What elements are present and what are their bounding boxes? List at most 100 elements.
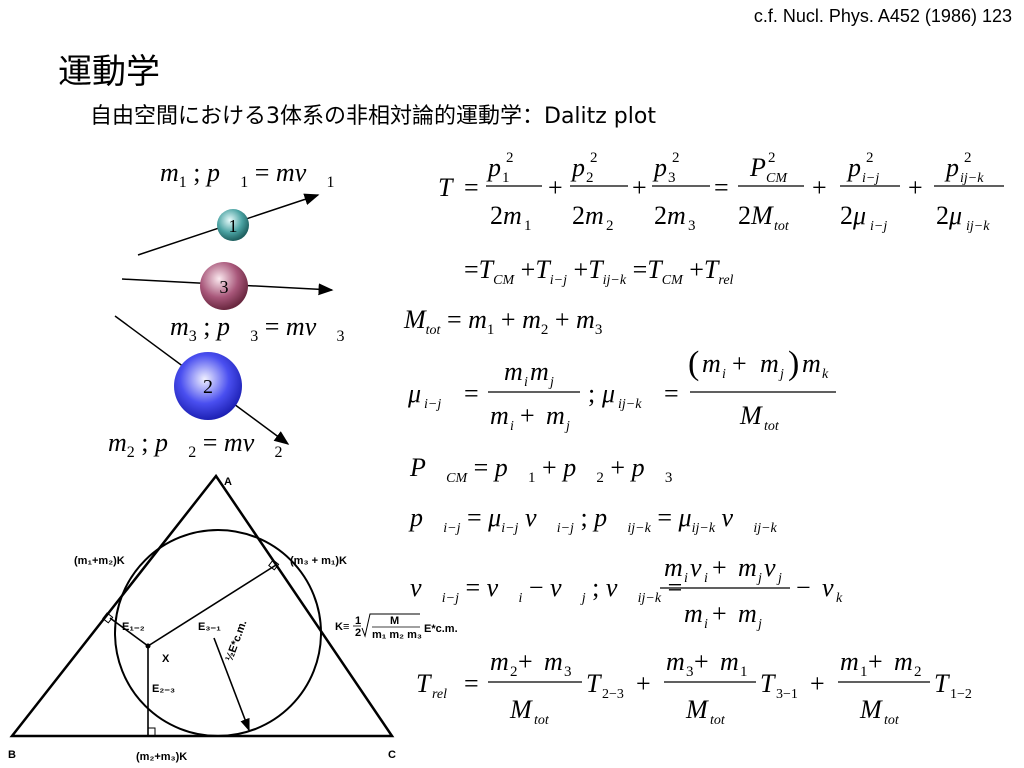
label-e12: E₁₋₂ [122,621,145,633]
vertex-a: A [224,476,232,488]
dalitz-triangle [9,473,395,738]
svg-text:+: + [636,669,651,698]
svg-text:2: 2 [490,201,503,230]
eq-Mtot: Mtot = m1 + m2 + m3 [403,305,602,338]
svg-text:M: M [750,201,774,230]
svg-text:i−j: i−j [862,171,879,186]
svg-text:=: = [464,173,479,202]
svg-text:3−1: 3−1 [776,687,798,702]
svg-text:m: m [738,599,757,628]
svg-text:tot: tot [774,219,790,234]
svg-text:m: m [802,349,821,378]
vertex-c: C [388,749,396,761]
svg-text:+: + [712,553,727,582]
svg-text:m: m [503,201,522,230]
particle-1-ball [217,209,249,241]
label-e31: E₃₋₁ [198,621,221,633]
svg-text:tot: tot [884,713,900,728]
svg-text:1−2: 1−2 [950,687,972,702]
svg-text:T: T [934,669,950,698]
particle-3-ball [200,262,248,310]
svg-text:;: ; [588,379,595,408]
svg-text:3: 3 [564,664,572,680]
right-angle-e31 [268,559,280,571]
svg-text:i: i [684,571,688,586]
svg-text:j: j [756,617,762,632]
svg-text:m: m [664,553,683,582]
svg-text:P: P [749,153,766,182]
svg-text:2: 2 [654,201,667,230]
svg-text:m: m [667,201,686,230]
svg-text:+: + [810,669,825,698]
svg-text:m: m [666,647,685,676]
label-x: X [162,653,170,665]
svg-text:j: j [548,375,554,390]
svg-text:M: M [509,695,533,724]
label-e23: E₂₋₃ [152,683,175,695]
svg-text:μ: μ [601,379,615,408]
svg-text:M: M [685,695,709,724]
label-half-ecm: ½E*c.m. [224,619,250,663]
svg-text:2: 2 [606,218,614,234]
svg-text:i−j: i−j [870,219,887,234]
svg-text:j: j [776,571,782,586]
svg-text:m: m [684,599,703,628]
svg-text:=: = [714,173,729,202]
svg-text:+: + [632,173,647,202]
right-angle-e12 [102,612,114,624]
svg-text:p: p [486,153,501,182]
svg-text:m: m [490,647,509,676]
svg-text:tot: tot [764,419,780,434]
svg-text:p: p [944,153,959,182]
svg-text:1: 1 [502,170,510,186]
svg-text:2: 2 [672,150,680,166]
svg-text:i: i [510,419,514,434]
dalitz-inscribed-circle [114,529,322,737]
page-title: 運動学 [58,52,160,92]
svg-text:m: m [738,553,757,582]
svg-text:m: m [530,357,549,386]
particle-1-label: 1 [229,216,238,236]
svg-text:m: m [702,349,721,378]
svg-text:i: i [704,571,708,586]
label-k-frac-num: 1 [355,615,361,627]
svg-text:+: + [518,647,533,676]
eq-T-lhs: T [438,173,454,202]
svg-text:2: 2 [510,664,518,680]
svg-text:+: + [812,173,827,202]
label-k-sqrt-num: M [390,615,399,627]
distance-e31 [147,564,277,647]
svg-text:tot: tot [710,713,726,728]
label-m31k: (m₃ + m₁)K [290,555,347,567]
svg-text:1: 1 [860,664,868,680]
svg-text:2: 2 [586,170,594,186]
svg-text:3: 3 [686,664,694,680]
svg-text:ij−k: ij−k [618,397,642,412]
svg-text:v⃗: v⃗ [822,573,854,602]
label-k-suffix: E*c.m. [424,623,458,635]
svg-text:2: 2 [840,201,853,230]
svg-text:=: = [664,379,679,408]
svg-text:2: 2 [506,150,514,166]
dalitz-plot: A B C (m₁+m₂)K (m₃ + m₁)K (m₂+m₃)K E₁₋₂ … [8,473,458,763]
svg-text:+: + [694,647,709,676]
svg-text:tot: tot [534,713,550,728]
svg-text:i: i [722,367,726,382]
svg-text:CM: CM [766,171,788,186]
label-m23k: (m₂+m₃)K [136,751,187,763]
particle-diagram: 1 3 2 [114,193,334,445]
svg-text:+: + [520,401,535,430]
svg-text:v⃗i−j = v⃗i − v⃗j ; v⃗ij−k =: v⃗i−j = v⃗i − v⃗j ; v⃗ij−k = [410,573,682,606]
radius-arrow [213,637,250,732]
svg-text:k: k [822,367,829,382]
svg-text:T: T [760,669,776,698]
svg-text:M: M [739,401,763,430]
svg-text:m: m [504,357,523,386]
right-angle-e23 [147,727,156,737]
svg-text:m: m [585,201,604,230]
svg-text:): ) [788,345,799,382]
svg-text:+: + [908,173,923,202]
distance-e12 [109,617,149,647]
particle-2-equation: m2 ; p⃗2 = mv⃗2 [108,428,283,462]
eq-Pcm: P⃗CM = p⃗1 + p⃗2 + p⃗3 [409,453,672,486]
